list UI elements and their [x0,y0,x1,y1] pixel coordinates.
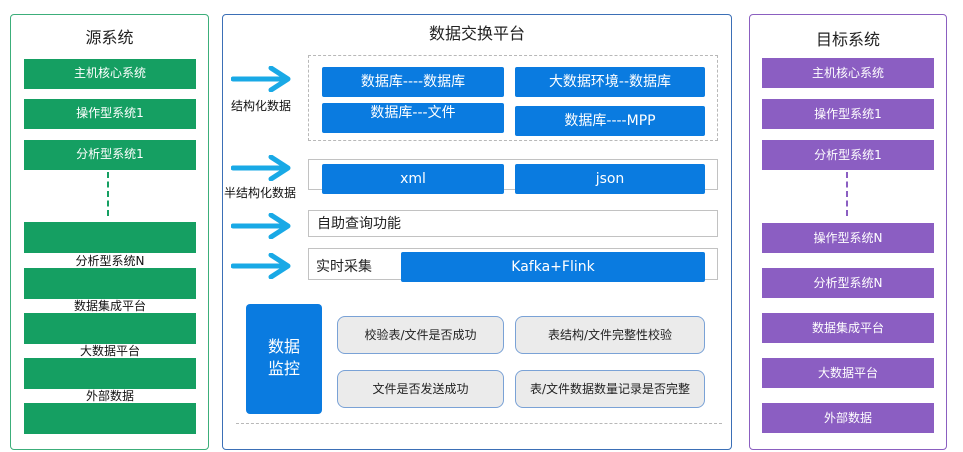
db-to-mpp-box: 数据库----MPP [515,106,705,136]
source-item-analytical-1: 分析型系统1 [24,140,196,170]
xml-box: xml [322,164,504,194]
target-system-title: 目标系统 [815,30,880,49]
source-system-panel [10,14,209,450]
source-label-analytical-n: 分析型系统N [75,254,145,268]
source-system-title: 源系统 [85,28,134,47]
check-record-count-complete: 表/文件数据数量记录是否完整 [515,370,705,408]
target-item-big-data-platform: 大数据平台 [762,358,934,388]
exchange-platform-panel [222,14,732,450]
source-block-5 [24,403,196,434]
source-item-operational-1: 操作型系统1 [24,99,196,129]
arrow-right-icon [231,253,291,279]
source-block-2 [24,268,196,299]
source-item-host-core: 主机核心系统 [24,59,196,89]
self-service-query-box: 自助查询功能 [308,210,718,237]
db-to-db-box: 数据库----数据库 [322,67,504,97]
check-file-sent-success: 文件是否发送成功 [337,370,504,408]
source-block-4 [24,358,196,389]
target-item-integration-platform: 数据集成平台 [762,313,934,343]
target-item-operational-1: 操作型系统1 [762,99,934,129]
monitoring-divider [236,423,722,424]
target-ellipsis-connector [846,172,848,216]
json-box: json [515,164,705,194]
kafka-flink-box: Kafka+Flink [401,252,705,282]
structured-data-label: 结构化数据 [231,99,292,113]
arrow-right-icon [231,155,291,181]
source-block-1 [24,222,196,253]
source-label-big-data-platform: 大数据平台 [79,344,140,358]
arrow-right-icon [231,66,291,92]
source-label-external-data: 外部数据 [85,389,134,403]
check-table-file-success: 校验表/文件是否成功 [337,316,504,354]
arrow-right-icon [231,213,291,239]
source-ellipsis-connector [107,172,109,216]
source-label-integration-platform: 数据集成平台 [73,299,146,313]
structured-data-group [308,55,718,141]
semi-structured-data-label: 半结构化数据 [224,186,297,200]
db-to-file-box: 数据库---文件 [322,103,504,133]
target-item-host-core: 主机核心系统 [762,58,934,88]
target-item-analytical-1: 分析型系统1 [762,140,934,170]
data-monitoring-box: 数据 监控 [246,304,322,414]
target-item-analytical-n: 分析型系统N [762,268,934,298]
check-structure-integrity: 表结构/文件完整性校验 [515,316,705,354]
bigdata-to-db-box: 大数据环境--数据库 [515,67,705,97]
target-system-panel [749,14,947,450]
target-item-external-data: 外部数据 [762,403,934,433]
exchange-platform-title: 数据交换平台 [428,24,525,43]
source-block-3 [24,313,196,344]
semi-structured-group [308,159,718,190]
realtime-collection-label: 实时采集 [316,259,372,275]
target-item-operational-n: 操作型系统N [762,223,934,253]
